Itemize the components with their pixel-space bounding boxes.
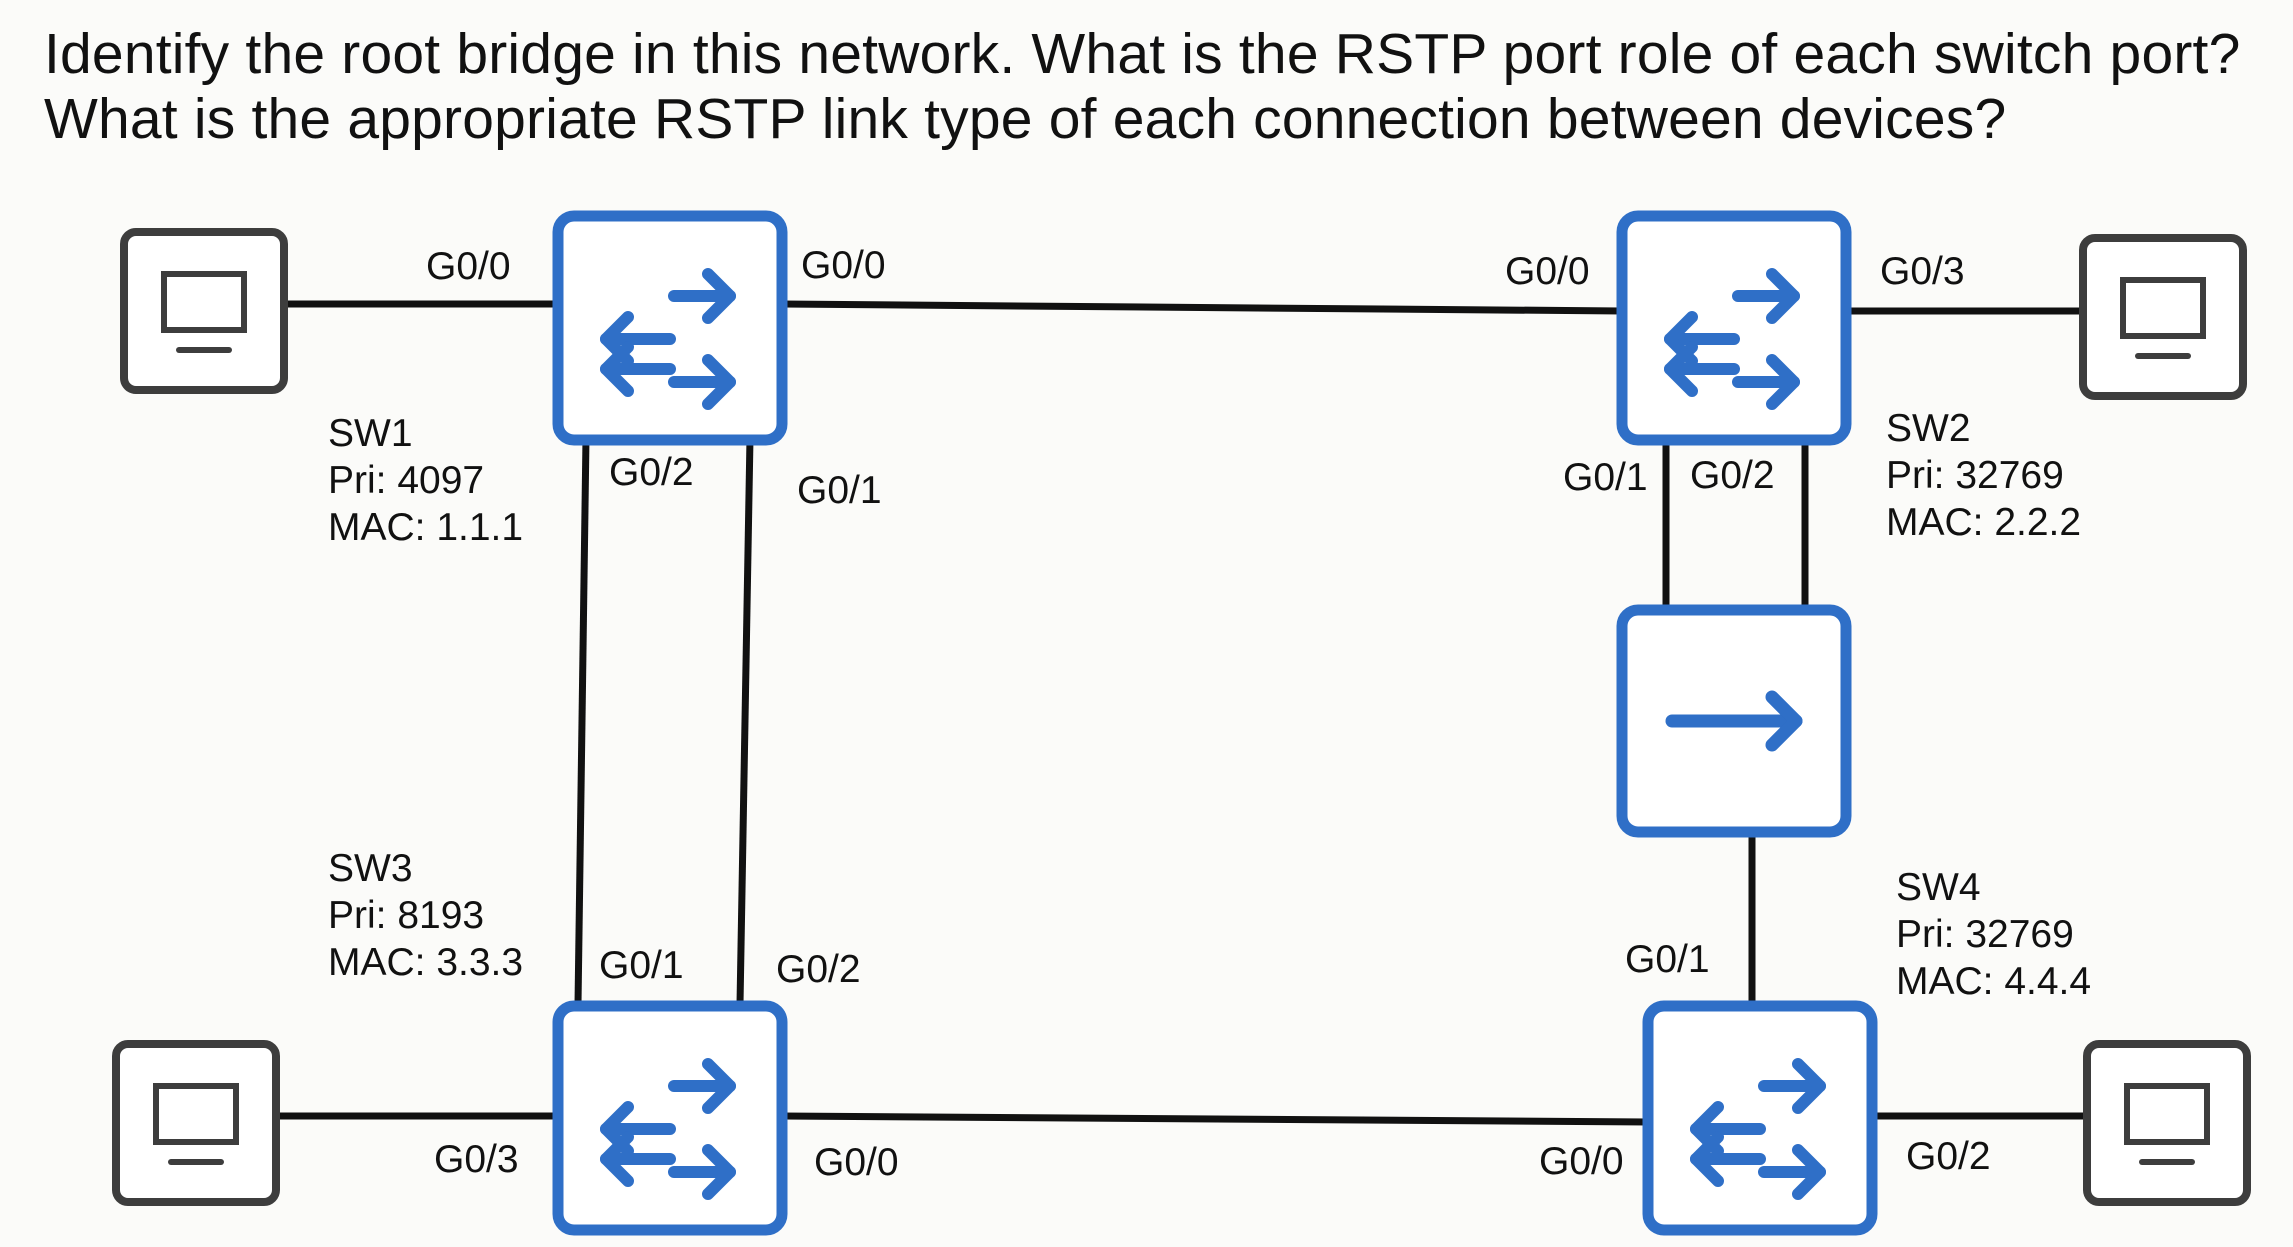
switch-sw4 xyxy=(1648,1006,1872,1230)
links xyxy=(278,300,2087,1126)
sw1-priority: Pri: 4097 xyxy=(328,459,484,502)
question-line-2: What is the appropriate RSTP link type o… xyxy=(44,87,2007,151)
port-label-sw2-g00: G0/0 xyxy=(1505,250,1590,293)
port-label-sw3-g01: G0/1 xyxy=(599,944,684,987)
sw3-priority: Pri: 8193 xyxy=(328,894,484,937)
question-text: Identify the root bridge in this network… xyxy=(44,22,2240,152)
sw4-mac: MAC: 4.4.4 xyxy=(1896,960,2091,1003)
hub xyxy=(1616,604,1852,838)
sw4-info: SW4 Pri: 32769 MAC: 4.4.4 xyxy=(1896,866,2091,1003)
monitor-icon xyxy=(116,1044,276,1202)
switch-icon xyxy=(1648,1006,1872,1230)
pc-bottom-left xyxy=(116,1044,276,1202)
link-sw1-sw3-b xyxy=(736,437,754,1005)
link-sw3-sw4 xyxy=(781,1112,1649,1126)
port-label-sw1-g00: G0/0 xyxy=(801,244,886,287)
hub-arrow-icon xyxy=(1665,690,1803,752)
port-label-sw2-g03: G0/3 xyxy=(1880,250,1965,293)
port-labels: G0/0 G0/0 G0/2 G0/1 G0/0 G0/3 G0/1 G0/2 … xyxy=(426,244,1991,1184)
port-label-sw4-g00: G0/0 xyxy=(1539,1140,1624,1183)
link-sw1-sw3-a xyxy=(574,437,590,1005)
sw4-priority: Pri: 32769 xyxy=(1896,913,2074,956)
pc-top-left xyxy=(124,232,284,390)
port-label-sw4-g02: G0/2 xyxy=(1906,1135,1991,1178)
port-label-sw3-g02: G0/2 xyxy=(776,948,861,991)
port-label-sw1-g02: G0/2 xyxy=(609,451,694,494)
pc-top-right xyxy=(2083,238,2243,396)
pc-bottom-right xyxy=(2087,1044,2247,1202)
monitor-icon xyxy=(124,232,284,390)
switch-icon xyxy=(1622,216,1846,440)
switch-icon xyxy=(558,216,782,440)
question-line-1: Identify the root bridge in this network… xyxy=(44,22,2241,86)
sw2-name: SW2 xyxy=(1886,407,1971,450)
sw1-name: SW1 xyxy=(328,412,413,455)
monitor-icon xyxy=(2087,1044,2247,1202)
link-sw1-sw2 xyxy=(781,300,1623,315)
sw3-mac: MAC: 3.3.3 xyxy=(328,941,523,984)
sw1-mac: MAC: 1.1.1 xyxy=(328,506,523,549)
port-label-sw1-pc: G0/0 xyxy=(426,245,511,288)
port-label-sw2-g02: G0/2 xyxy=(1690,454,1775,497)
sw2-info: SW2 Pri: 32769 MAC: 2.2.2 xyxy=(1886,407,2081,544)
port-label-sw3-g03: G0/3 xyxy=(434,1138,519,1181)
switch-sw3 xyxy=(558,1006,782,1230)
port-label-sw3-g00: G0/0 xyxy=(814,1141,899,1184)
port-label-sw2-g01: G0/1 xyxy=(1563,456,1648,499)
sw3-name: SW3 xyxy=(328,847,413,890)
switch-icon xyxy=(558,1006,782,1230)
switch-sw1 xyxy=(558,216,782,440)
sw3-info: SW3 Pri: 8193 MAC: 3.3.3 xyxy=(328,847,523,984)
monitor-icon xyxy=(2083,238,2243,396)
switch-sw2 xyxy=(1622,216,1846,440)
sw2-priority: Pri: 32769 xyxy=(1886,454,2064,497)
port-label-sw4-g01: G0/1 xyxy=(1625,938,1710,981)
sw4-name: SW4 xyxy=(1896,866,1981,909)
sw1-info: SW1 Pri: 4097 MAC: 1.1.1 xyxy=(328,412,523,549)
port-label-sw1-g01: G0/1 xyxy=(797,469,882,512)
sw2-mac: MAC: 2.2.2 xyxy=(1886,501,2081,544)
